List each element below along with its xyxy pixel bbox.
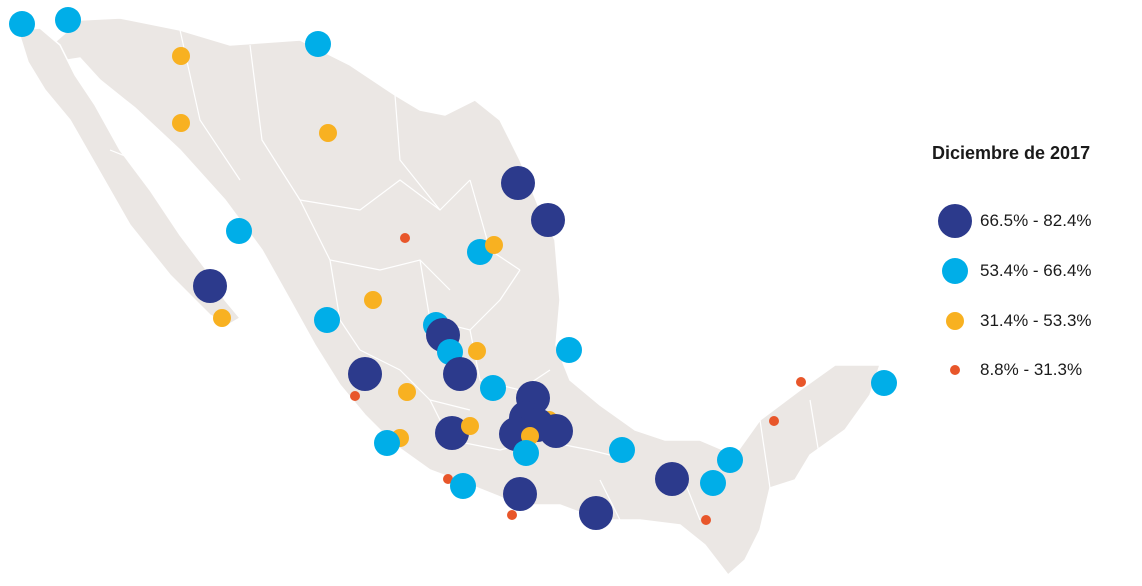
legend-label: 53.4% - 66.4% bbox=[980, 261, 1092, 280]
marker-mid-low bbox=[398, 383, 416, 401]
marker-mid-high bbox=[374, 430, 400, 456]
marker-mid-high bbox=[450, 473, 476, 499]
legend-item-mid-low: 31.4% - 53.3% bbox=[936, 303, 1092, 339]
marker-low bbox=[507, 510, 517, 520]
marker-mid-high bbox=[9, 11, 35, 37]
marker-high bbox=[539, 414, 573, 448]
marker-low bbox=[769, 416, 779, 426]
marker-low bbox=[796, 377, 806, 387]
legend-item-low: 8.8% - 31.3% bbox=[936, 352, 1082, 388]
marker-mid-high bbox=[556, 337, 582, 363]
marker-mid-high bbox=[700, 470, 726, 496]
marker-mid-high bbox=[305, 31, 331, 57]
data-markers bbox=[9, 7, 897, 530]
legend-swatch-dark-blue bbox=[936, 203, 974, 239]
marker-mid-high bbox=[55, 7, 81, 33]
mexico-mainland bbox=[38, 17, 882, 577]
marker-mid-low bbox=[319, 124, 337, 142]
marker-low bbox=[443, 474, 453, 484]
marker-high bbox=[193, 269, 227, 303]
marker-high bbox=[501, 166, 535, 200]
marker-mid-high bbox=[314, 307, 340, 333]
marker-mid-high bbox=[226, 218, 252, 244]
marker-high bbox=[655, 462, 689, 496]
marker-mid-low bbox=[461, 417, 479, 435]
legend-label: 66.5% - 82.4% bbox=[980, 211, 1092, 230]
legend-label: 8.8% - 31.3% bbox=[980, 360, 1083, 379]
marker-high bbox=[503, 477, 537, 511]
legend-swatch-yellow bbox=[936, 303, 974, 339]
marker-mid-high bbox=[513, 440, 539, 466]
marker-mid-high bbox=[717, 447, 743, 473]
legend-item-mid-high: 53.4% - 66.4% bbox=[936, 253, 1092, 289]
marker-high bbox=[531, 203, 565, 237]
marker-high bbox=[579, 496, 613, 530]
baja-california bbox=[17, 27, 242, 326]
marker-low bbox=[701, 515, 711, 525]
marker-mid-low bbox=[485, 236, 503, 254]
marker-mid-high bbox=[480, 375, 506, 401]
marker-mid-low bbox=[172, 47, 190, 65]
marker-high bbox=[435, 416, 469, 450]
marker-mid-low bbox=[364, 291, 382, 309]
legend-item-high: 66.5% - 82.4% bbox=[936, 203, 1092, 239]
marker-mid-low bbox=[468, 342, 486, 360]
legend-swatch-light-blue bbox=[936, 253, 974, 289]
marker-mid-low bbox=[213, 309, 231, 327]
marker-mid-high bbox=[871, 370, 897, 396]
marker-high bbox=[443, 357, 477, 391]
legend-title: Diciembre de 2017 bbox=[932, 143, 1091, 163]
legend-label: 31.4% - 53.3% bbox=[980, 311, 1092, 330]
marker-low bbox=[400, 233, 410, 243]
marker-high bbox=[348, 357, 382, 391]
marker-mid-low bbox=[172, 114, 190, 132]
marker-low bbox=[350, 391, 360, 401]
marker-mid-high bbox=[609, 437, 635, 463]
legend-swatch-red bbox=[936, 352, 974, 388]
